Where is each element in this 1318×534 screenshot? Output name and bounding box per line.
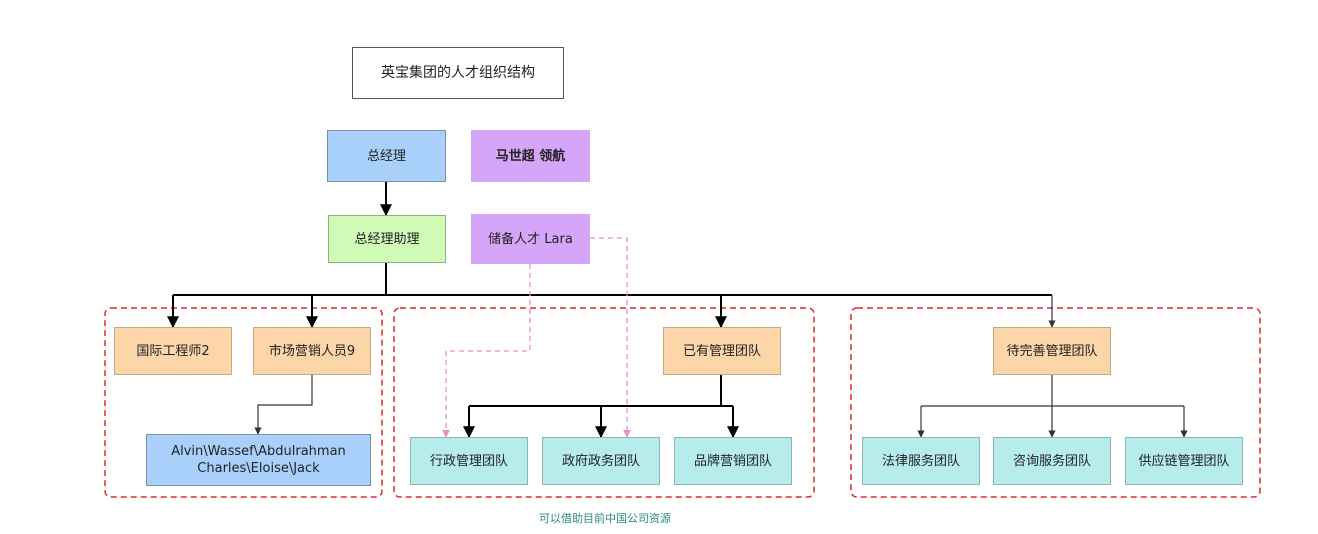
- node-marketing[interactable]: 市场营销人员9: [253, 327, 371, 375]
- names-line-2: Charles\Eloise\Jack: [197, 461, 320, 476]
- names-line-1: Alvin\Wassef\Abdulrahman: [171, 444, 346, 459]
- node-ma-shichao[interactable]: 马世超 领航: [471, 130, 590, 182]
- node-gov-team[interactable]: 政府政务团队: [542, 437, 660, 485]
- dashed-link-lara-gov: [590, 237, 631, 438]
- node-improve-team[interactable]: 待完善管理团队: [993, 327, 1111, 375]
- node-legal-team[interactable]: 法律服务团队: [862, 437, 980, 485]
- node-consult-team[interactable]: 咨询服务团队: [993, 437, 1111, 485]
- node-assistant[interactable]: 总经理助理: [328, 215, 446, 263]
- connector-marketing-names: [254, 375, 313, 435]
- group-frame-middle: [393, 307, 815, 498]
- node-admin-team[interactable]: 行政管理团队: [410, 437, 528, 485]
- group-frame-right: [850, 307, 1261, 498]
- dashed-link-lara-admin: [442, 264, 531, 438]
- node-marketing-names[interactable]: Alvin\Wassef\Abdulrahman Charles\Eloise\…: [146, 434, 371, 486]
- node-general-manager[interactable]: 总经理: [327, 130, 446, 182]
- node-reserve-lara[interactable]: 储备人才 Lara: [471, 214, 590, 264]
- node-intl-engineer[interactable]: 国际工程师2: [114, 327, 232, 375]
- node-supply-team[interactable]: 供应链管理团队: [1125, 437, 1243, 485]
- node-existing-team[interactable]: 已有管理团队: [663, 327, 781, 375]
- footer-note: 可以借助目前中国公司资源: [539, 512, 671, 525]
- chart-title: 英宝集团的人才组织结构: [352, 47, 564, 99]
- group-frame-left: [104, 307, 383, 498]
- node-brand-team[interactable]: 品牌营销团队: [674, 437, 792, 485]
